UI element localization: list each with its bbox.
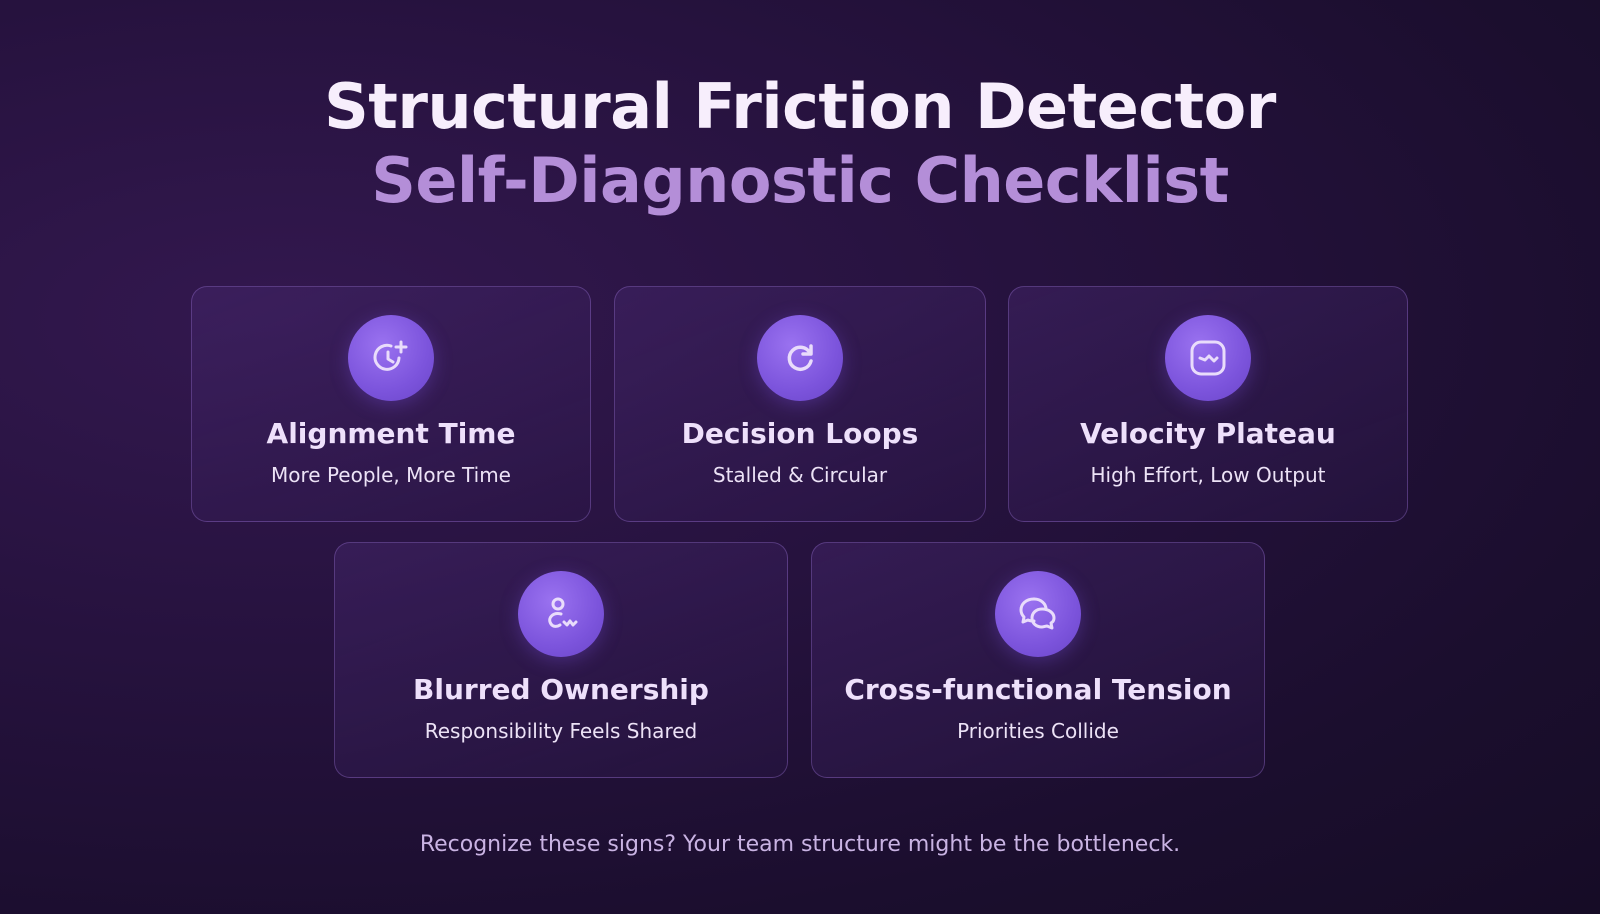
- card-title: Decision Loops: [681, 417, 919, 450]
- user-shared-icon: [518, 571, 604, 657]
- card-subtitle: Responsibility Feels Shared: [424, 719, 698, 743]
- clock-plus-icon: [348, 315, 434, 401]
- title-block: Structural Friction Detector Self-Diagno…: [0, 70, 1600, 218]
- card-velocity-plateau: Velocity Plateau High Effort, Low Output: [1008, 286, 1408, 522]
- card-blurred-ownership: Blurred Ownership Responsibility Feels S…: [334, 542, 788, 778]
- card-decision-loops: Decision Loops Stalled & Circular: [614, 286, 986, 522]
- page-title: Structural Friction Detector: [324, 70, 1276, 143]
- card-subtitle: Stalled & Circular: [712, 463, 888, 487]
- card-subtitle: High Effort, Low Output: [1090, 463, 1326, 487]
- card-subtitle: More People, More Time: [271, 463, 511, 487]
- card-cross-functional-tension: Cross-functional Tension Priorities Coll…: [811, 542, 1265, 778]
- footer-note: Recognize these signs? Your team structu…: [419, 832, 1181, 857]
- refresh-icon: [757, 315, 843, 401]
- chat-bubbles-icon: [995, 571, 1081, 657]
- card-title: Alignment Time: [266, 417, 516, 450]
- card-title: Blurred Ownership: [413, 673, 709, 706]
- card-subtitle: Priorities Collide: [957, 719, 1119, 743]
- card-alignment-time: Alignment Time More People, More Time: [191, 286, 591, 522]
- page-subtitle: Self-Diagnostic Checklist: [371, 144, 1229, 217]
- card-title: Cross-functional Tension: [844, 673, 1232, 706]
- trend-flat-icon: [1165, 315, 1251, 401]
- card-title: Velocity Plateau: [1080, 417, 1336, 450]
